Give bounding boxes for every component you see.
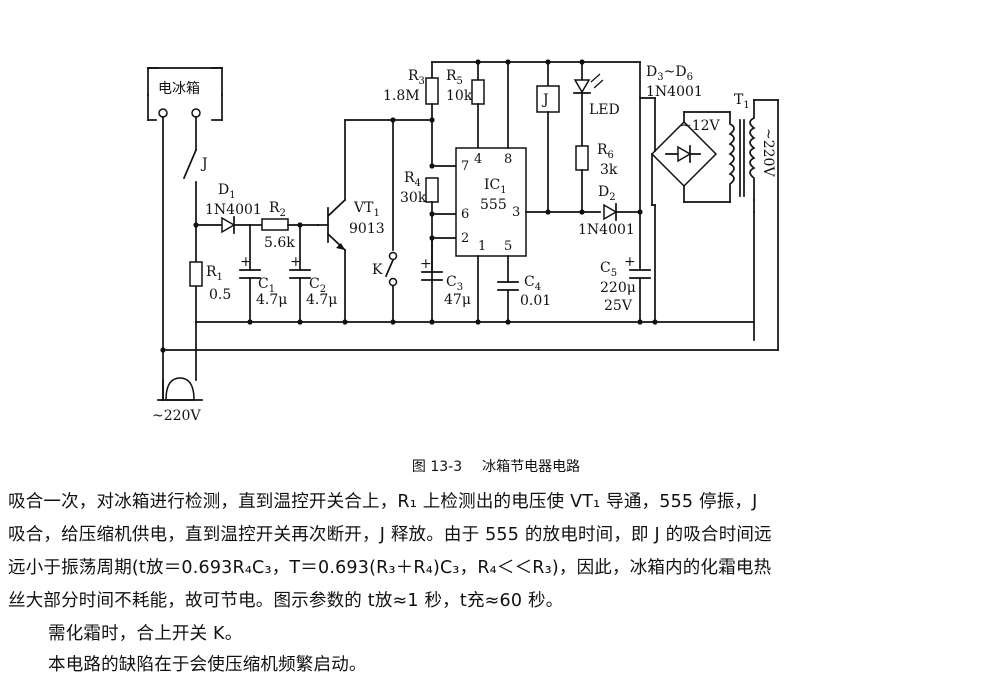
c2-value: 4.7μ bbox=[306, 292, 337, 308]
capacitor-c3: + C3 47μ bbox=[420, 237, 471, 308]
resistor-r1: R1 0.5 bbox=[189, 261, 231, 303]
diode-d1: D1 1N4001 bbox=[195, 182, 262, 234]
r1-value: 0.5 bbox=[209, 287, 231, 303]
k-label: K bbox=[372, 262, 383, 278]
switch-k: K bbox=[372, 117, 398, 323]
c4-value: 0.01 bbox=[520, 293, 551, 309]
resistor-r3: R3 1.8M bbox=[383, 61, 439, 167]
c2-name: C2 bbox=[309, 276, 326, 295]
c1-value: 4.7μ bbox=[256, 292, 287, 308]
pin-4: 4 bbox=[474, 152, 482, 167]
figure-number: 图 13-3 bbox=[411, 459, 463, 475]
d1-name: D1 bbox=[218, 182, 236, 201]
mains-plug: ~220V bbox=[152, 377, 203, 424]
resistor-r6: R6 3k bbox=[575, 142, 618, 213]
r1-name: R1 bbox=[206, 264, 223, 283]
relay-coil-j: J bbox=[536, 61, 560, 213]
figure-caption: 图 13-3 冰箱节电器电路 bbox=[0, 456, 992, 476]
c3-name: C3 bbox=[446, 274, 463, 293]
capacitor-c4: C4 0.01 bbox=[497, 274, 551, 323]
c1-name: C1 bbox=[258, 276, 275, 295]
r6-name: R6 bbox=[597, 142, 614, 161]
text-line-3: 远小于振荡周期(t放＝0.693R₄C₃，T＝0.693(R₃＋R₄)C₃，R₄… bbox=[8, 558, 772, 578]
c4-name: C4 bbox=[524, 274, 541, 293]
resistor-r5: R5 10k bbox=[446, 61, 485, 149]
resistor-r2: R2 5.6k bbox=[249, 200, 319, 251]
mains-label: ~220V bbox=[152, 408, 201, 424]
ic1-part: 555 bbox=[480, 197, 507, 213]
t1-primary-label: ~220V bbox=[760, 128, 776, 177]
bridge-rectifier: D3~D6 1N4001 ~12V bbox=[646, 64, 731, 323]
capacitor-c1: + C1 4.7μ bbox=[239, 224, 287, 323]
capacitor-c5: + C5 220μ 25V bbox=[600, 254, 651, 323]
r5-name: R5 bbox=[446, 68, 463, 87]
relay-j-label: J bbox=[541, 92, 549, 108]
r3-name: R3 bbox=[408, 68, 425, 87]
pin-2: 2 bbox=[461, 231, 469, 246]
d2-part: 1N4001 bbox=[578, 222, 635, 238]
r4-value: 30k bbox=[400, 190, 427, 206]
text-line-4: 丝大部分时间不耗能，故可节电。图示参数的 t放≈1 秒，t充≈60 秒。 bbox=[8, 591, 564, 611]
transformer-t1: T1 ~220V bbox=[728, 92, 779, 351]
fridge-label: 电冰箱 bbox=[158, 81, 200, 97]
c5-value: 220μ bbox=[600, 280, 636, 296]
pin-3: 3 bbox=[512, 205, 520, 220]
r4-name: R4 bbox=[404, 170, 421, 189]
fridge-terminal-left bbox=[158, 108, 168, 118]
text-line-6: 本电路的缺陷在于会使压缩机频繁启动。 bbox=[48, 655, 367, 675]
c3-plus: + bbox=[420, 256, 432, 272]
ic1-name: IC1 bbox=[484, 177, 507, 196]
pin-1: 1 bbox=[478, 239, 486, 254]
pin-8: 8 bbox=[504, 152, 512, 167]
fridge-box: 电冰箱 bbox=[147, 67, 223, 121]
left-rail: J bbox=[162, 116, 208, 401]
t1-name: T1 bbox=[734, 92, 750, 111]
d2-name: D2 bbox=[598, 184, 616, 203]
pin-7: 7 bbox=[461, 159, 469, 174]
fridge-terminal-right bbox=[191, 108, 201, 118]
capacitor-c2: + C2 4.7μ bbox=[289, 222, 337, 323]
r2-value: 5.6k bbox=[264, 235, 295, 251]
d36-part: 1N4001 bbox=[646, 84, 703, 100]
r6-value: 3k bbox=[600, 162, 618, 178]
c1-plus: + bbox=[240, 254, 252, 270]
schematic: 电冰箱 J D1 1N4001 R1 0.5 R2 5.6k bbox=[147, 59, 779, 424]
c5-name: C5 bbox=[600, 260, 617, 279]
led-label: LED bbox=[589, 102, 620, 118]
text-line-1: 吸合一次，对冰箱进行检测，直到温控开关合上，R₁ 上检测出的电压使 VT₁ 导通… bbox=[8, 492, 758, 512]
r5-value: 10k bbox=[446, 88, 473, 104]
switch-j-label: J bbox=[200, 156, 208, 172]
c5-plus: + bbox=[624, 254, 636, 270]
c3-value: 47μ bbox=[444, 292, 471, 308]
r2-name: R2 bbox=[269, 200, 286, 219]
text-line-5: 需化霜时，合上开关 K。 bbox=[48, 624, 243, 644]
d1-part: 1N4001 bbox=[205, 202, 262, 218]
vt1-part: 9013 bbox=[349, 221, 385, 237]
switch-j-blade bbox=[182, 148, 198, 180]
pin-5: 5 bbox=[504, 239, 512, 254]
led: LED bbox=[573, 61, 620, 147]
pin-6: 6 bbox=[461, 207, 469, 222]
text-line-2: 吸合，给压缩机供电，直到温控开关再次断开，J 释放。由于 555 的放电时间，即… bbox=[8, 525, 772, 545]
c5-voltage: 25V bbox=[604, 298, 633, 314]
transistor-vt1: VT1 9013 bbox=[317, 119, 385, 323]
d36-label: D3~D6 bbox=[646, 64, 693, 83]
figure-title: 冰箱节电器电路 bbox=[482, 459, 581, 475]
vt1-name: VT1 bbox=[353, 200, 380, 219]
r3-value: 1.8M bbox=[383, 88, 420, 104]
ic1-555: 4 8 7 6 2 1 5 3 IC1 555 bbox=[455, 61, 527, 323]
diode-d2: D2 1N4001 bbox=[578, 184, 641, 238]
c2-plus: + bbox=[290, 254, 302, 270]
bridge-ac-label: ~12V bbox=[680, 118, 721, 134]
